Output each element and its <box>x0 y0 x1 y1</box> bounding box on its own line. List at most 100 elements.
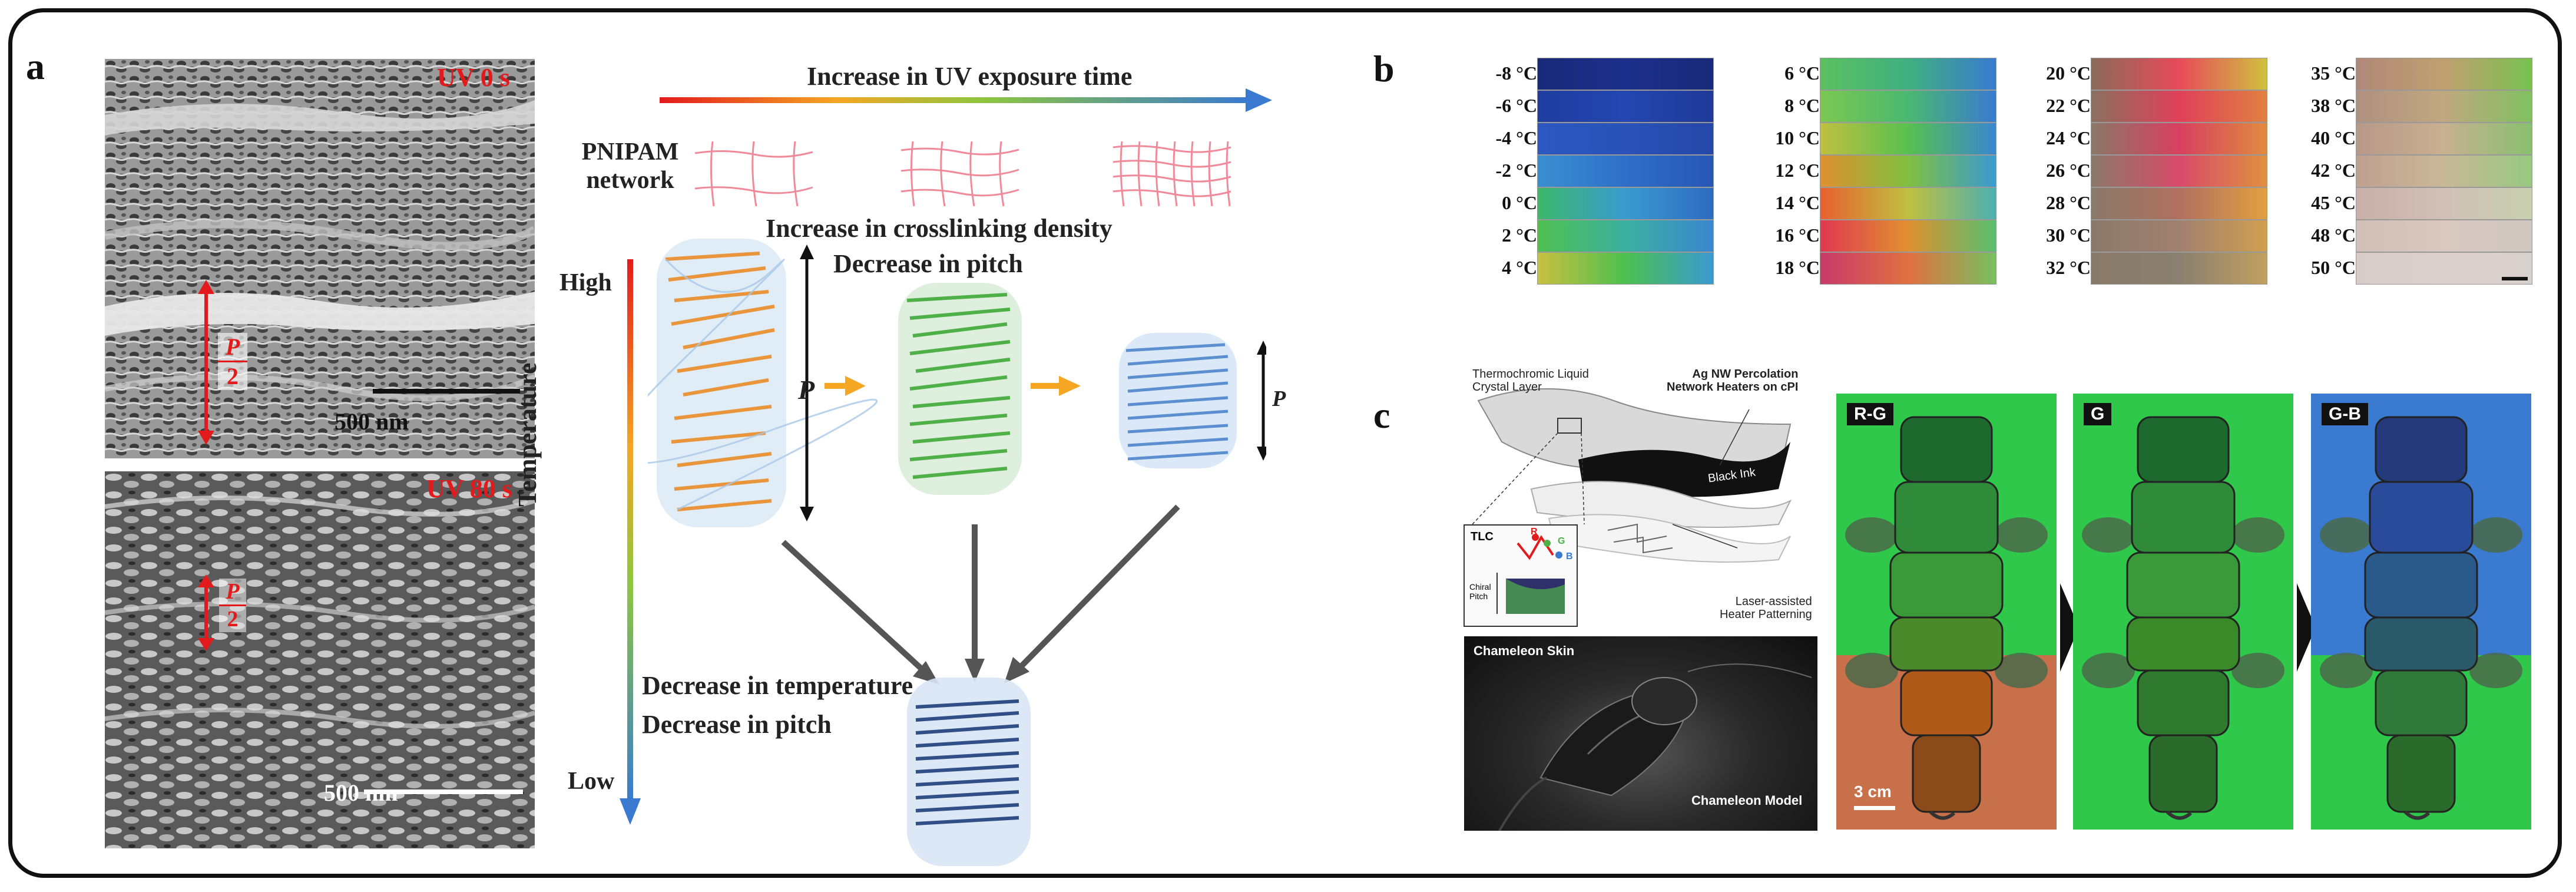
thermochromic-strip <box>1820 155 1996 187</box>
state-tag: G-B <box>2322 403 2368 425</box>
inset-chiral-pitch: Chiral Pitch <box>1469 582 1491 601</box>
crosslink-label: Increase in crosslinking density <box>766 214 1112 243</box>
temperature-axis-label: Temperature <box>513 362 542 507</box>
pnipam-network-label: PNIPAM network <box>577 138 683 194</box>
tlc-schematic: Thermochromic Liquid Crystal Layer Ag NW… <box>1461 354 1814 630</box>
uv-exposure-arrow <box>660 88 1272 112</box>
thermochromic-strip <box>2356 90 2532 123</box>
pnipam-label-line1: PNIPAM <box>581 138 679 166</box>
pnipam-network-sketches <box>694 141 1231 207</box>
inset-tlc-title: TLC <box>1471 530 1494 543</box>
panel-a-label: a <box>26 45 45 87</box>
sem-top-label: UV 0 s <box>437 63 510 92</box>
pnipam-label-line2: network <box>586 167 674 194</box>
panel-c-label: c <box>1373 394 1390 436</box>
pitch-P-large: P <box>798 375 815 405</box>
inset-B: B <box>1566 551 1573 561</box>
thermochromic-strip <box>1537 220 1714 252</box>
temp-label: -4 °C <box>1495 127 1537 148</box>
chameleon-skin-photo: Chameleon Skin Chameleon Model <box>1464 636 1817 831</box>
thermochromic-strip <box>2091 90 2267 123</box>
thermochromic-strip <box>1537 90 1714 123</box>
temp-label: 40 °C <box>2311 127 2356 148</box>
temp-label: 2 °C <box>1502 224 1537 246</box>
scale-bar-c <box>1854 806 1895 810</box>
temp-label: 16 °C <box>1775 224 1820 246</box>
thermochromic-strip <box>1820 123 1996 155</box>
thermochromic-strip <box>2091 58 2267 90</box>
pitch-denominator-bottom: 2 <box>219 604 246 632</box>
bottom-label-temp: Decrease in temperature <box>642 671 913 700</box>
thermochromic-strip <box>1537 155 1714 187</box>
temp-label: 4 °C <box>1502 257 1537 278</box>
panel-b-label: b <box>1373 48 1395 90</box>
temp-label: 24 °C <box>2046 127 2091 148</box>
sem-image-uv0 <box>105 59 535 458</box>
thermochromic-strip <box>1537 123 1714 155</box>
thermochromic-strip <box>1820 58 1996 90</box>
thermochromic-strip <box>1537 252 1714 285</box>
pitch-arrow-bottom <box>198 574 214 651</box>
thermochromic-strip <box>2356 123 2532 155</box>
scale-bar-bottom-label: 500 nm <box>324 779 398 806</box>
inset-R: R <box>1531 527 1538 537</box>
temp-label: 20 °C <box>2046 62 2091 84</box>
chameleon-model-label: Chameleon Model <box>1691 793 1803 808</box>
inset-G: G <box>1558 536 1565 546</box>
state-tag: G <box>2084 403 2112 425</box>
thermochromic-strip <box>2091 220 2267 252</box>
tlc-inset: TLC Chiral Pitch R G B <box>1464 524 1578 627</box>
sem-bottom-label: UV 80 s <box>426 474 512 503</box>
temp-label: 48 °C <box>2311 224 2356 246</box>
chameleon-state-g: G <box>2073 394 2293 830</box>
thermochromic-strip <box>1820 90 1996 123</box>
temp-label: 12 °C <box>1775 160 1820 181</box>
temp-label: 35 °C <box>2311 62 2356 84</box>
thermochromic-strip <box>2356 58 2532 90</box>
temp-label: 28 °C <box>2046 192 2091 213</box>
temp-label: 22 °C <box>2046 95 2091 116</box>
temp-label: 6 °C <box>1784 62 1820 84</box>
chameleon-skin-label: Chameleon Skin <box>1474 643 1575 658</box>
temp-label: 18 °C <box>1775 257 1820 278</box>
thermochromic-strip <box>1820 187 1996 220</box>
temp-label: 42 °C <box>2311 160 2356 181</box>
pitch-decrease-label: Decrease in pitch <box>833 249 1023 278</box>
temp-high-label: High <box>559 269 612 296</box>
temp-label: -6 °C <box>1495 95 1537 116</box>
uv-arrow-label: Increase in UV exposure time <box>807 62 1133 91</box>
thermochromic-strip <box>2091 252 2267 285</box>
temp-label: 26 °C <box>2046 160 2091 181</box>
thermochromic-strip <box>1820 220 1996 252</box>
thermochromic-strip <box>2356 187 2532 220</box>
state-tag: R-G <box>1847 403 1893 425</box>
temperature-arrow <box>620 259 641 825</box>
temp-label: 8 °C <box>1784 95 1820 116</box>
scale-bar-top-label: 500 nm <box>335 408 409 435</box>
thermochromic-strip <box>1537 187 1714 220</box>
temp-low-label: Low <box>568 768 615 795</box>
temp-label: 14 °C <box>1775 192 1820 213</box>
temp-label: 10 °C <box>1775 127 1820 148</box>
helix-diagram <box>648 239 1266 866</box>
scale-bar-b <box>2502 277 2528 280</box>
pitch-arrow-top <box>198 280 214 445</box>
heater-label: Ag NW Percolation Network Heaters on cPI <box>1667 368 1799 394</box>
thermochromic-strip <box>2356 220 2532 252</box>
pitch-numerator-bottom: P <box>226 579 240 604</box>
bottom-label-pitch: Decrease in pitch <box>642 710 832 739</box>
temp-label: 0 °C <box>1502 192 1537 213</box>
pitch-P-small: P <box>1272 386 1286 411</box>
temp-label: 32 °C <box>2046 257 2091 278</box>
temp-label: 38 °C <box>2311 95 2356 116</box>
temp-label: 45 °C <box>2311 192 2356 213</box>
thermochromic-strip <box>1820 252 1996 285</box>
pitch-numerator-top: P <box>225 333 240 360</box>
pitch-fraction-top: P 2 <box>218 333 247 390</box>
temp-label: -2 °C <box>1495 160 1537 181</box>
thermochromic-strip <box>1537 58 1714 90</box>
thermochromic-strip <box>2091 155 2267 187</box>
chameleon-state-g-b: G-B <box>2311 394 2531 830</box>
temp-label: 30 °C <box>2046 224 2091 246</box>
temp-label: 50 °C <box>2311 257 2356 278</box>
